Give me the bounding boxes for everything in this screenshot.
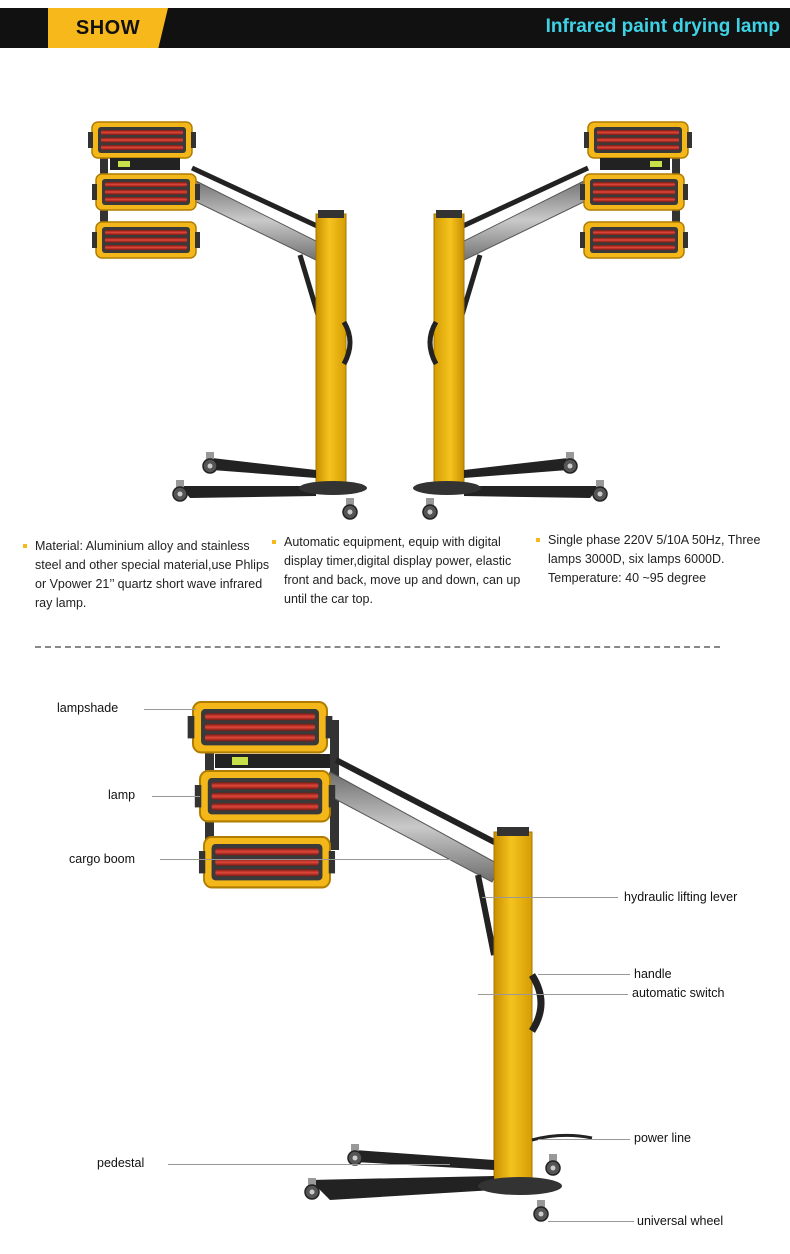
callout-lamp: lamp	[108, 788, 136, 802]
feature-material: Material: Aluminium alloy and stainless …	[23, 537, 270, 613]
show-tag: SHOW	[48, 8, 168, 48]
callout-hydraulic-lifting-lever: hydraulic lifting lever	[624, 890, 738, 904]
lamp-illustration-annotated	[186, 700, 593, 1222]
feature-text: Single phase 220V 5/10A 50Hz, Three lamp…	[548, 533, 761, 585]
leader-line	[144, 709, 196, 710]
feature-text: Material: Aluminium alloy and stainless …	[35, 539, 270, 610]
leader-line	[478, 994, 628, 995]
leader-line	[160, 859, 458, 860]
lamp-illustration-right	[413, 121, 693, 520]
callout-universal-wheel: universal wheel	[637, 1214, 724, 1228]
leader-line	[168, 1164, 450, 1165]
callout-power-line: power line	[634, 1131, 691, 1145]
leader-line	[538, 1139, 630, 1140]
bullet-icon	[272, 540, 276, 544]
leader-line	[538, 974, 630, 975]
section-divider	[35, 646, 720, 648]
lamp-illustration-left	[87, 121, 367, 520]
bullet-icon	[23, 544, 27, 548]
bullet-icon	[536, 538, 540, 542]
callout-automatic-switch: automatic switch	[632, 986, 725, 1000]
leader-line	[548, 1221, 634, 1222]
header-banner: SHOW Infrared paint drying lamp	[0, 8, 790, 48]
feature-automatic-equipment: Automatic equipment, equip with digital …	[272, 533, 539, 609]
page-title: Infrared paint drying lamp	[545, 16, 780, 37]
callout-pedestal: pedestal	[97, 1156, 145, 1170]
feature-text: Automatic equipment, equip with digital …	[284, 535, 521, 606]
callout-cargo-boom: cargo boom	[69, 852, 136, 866]
callout-handle: handle	[634, 967, 672, 981]
leader-line	[152, 796, 200, 797]
callout-lampshade: lampshade	[57, 701, 119, 715]
feature-electrical-specs: Single phase 220V 5/10A 50Hz, Three lamp…	[536, 531, 788, 588]
leader-line	[482, 897, 618, 898]
